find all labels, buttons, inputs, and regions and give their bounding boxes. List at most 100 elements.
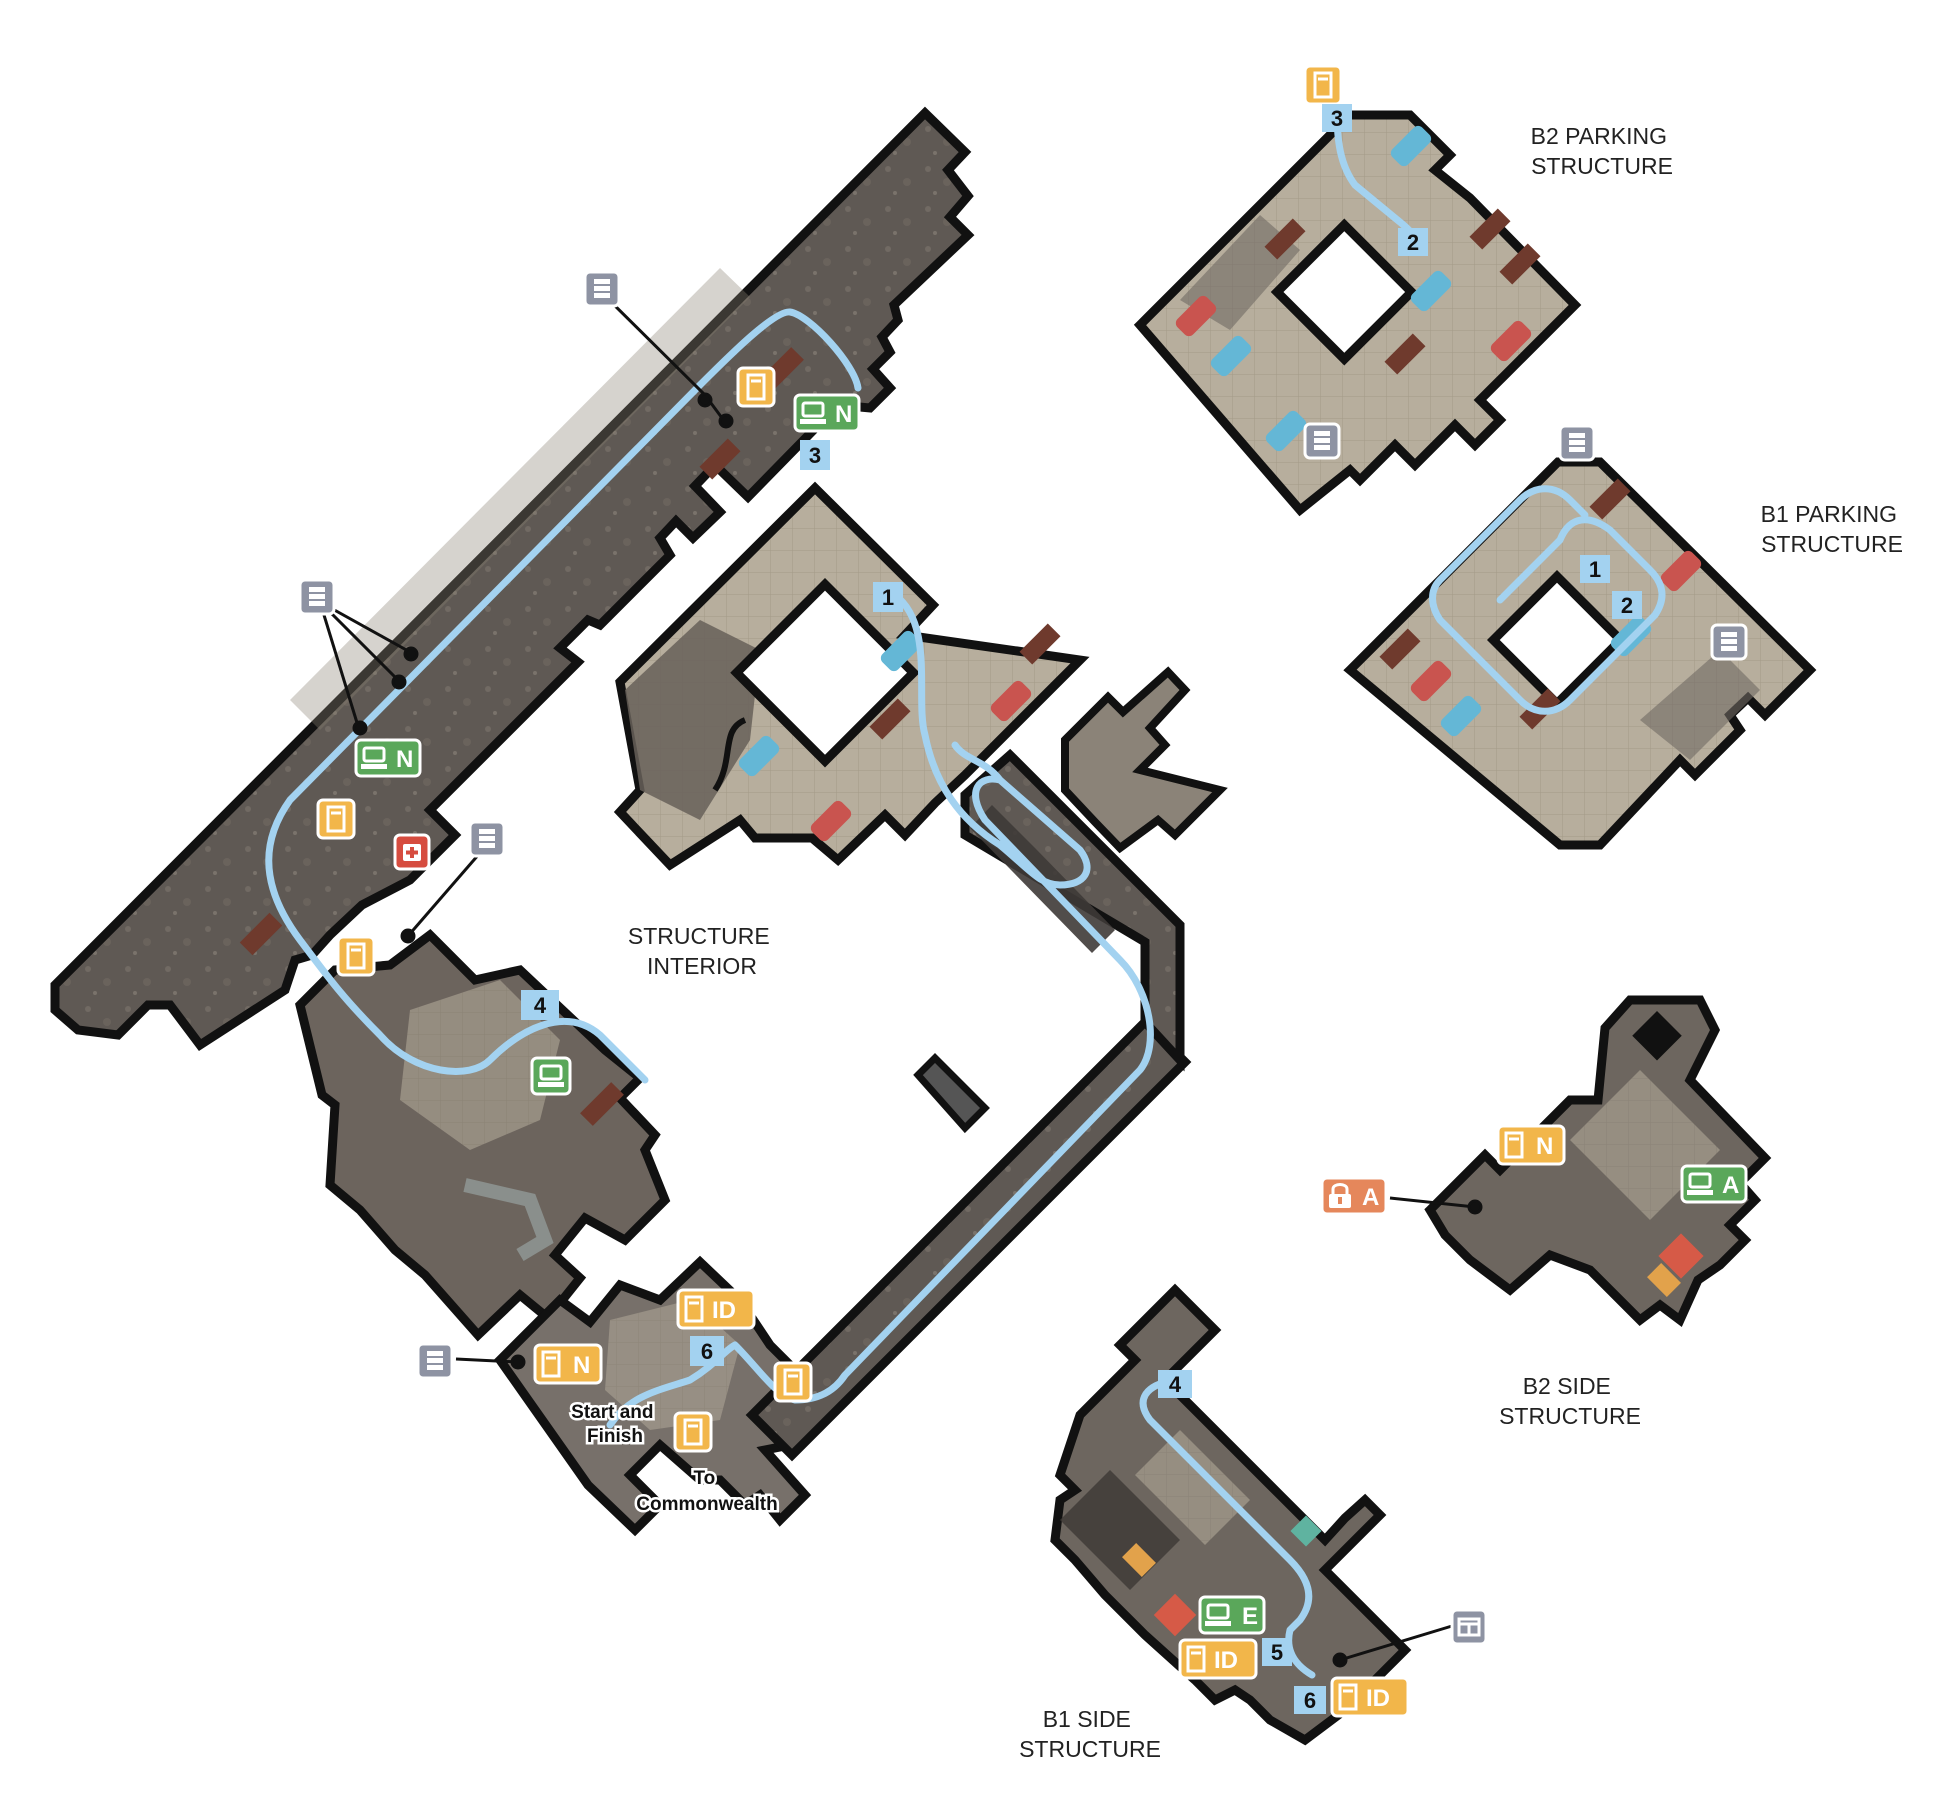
b1-side-teal-tile xyxy=(1290,1515,1322,1547)
door-icon[interactable] xyxy=(773,1361,813,1403)
leader-lines xyxy=(318,290,1483,1668)
door-tag-novice[interactable]: N xyxy=(533,1343,603,1385)
terminal-icon xyxy=(1205,1603,1231,1626)
door-icon xyxy=(684,1295,704,1323)
medkit-icon[interactable] xyxy=(393,833,431,871)
area-label-b1-side: B1 SIDE STRUCTURE xyxy=(1019,1706,1161,1762)
b2-parking-area xyxy=(1133,110,1582,517)
lock-icon xyxy=(1329,1183,1351,1208)
door-icon[interactable] xyxy=(736,366,776,408)
door-icon xyxy=(1504,1131,1524,1159)
area-label-b2-parking: B2 PARKING STRUCTURE xyxy=(1531,123,1674,179)
storage-icon[interactable] xyxy=(416,1342,454,1380)
route-marker[interactable]: 2 xyxy=(1398,228,1428,256)
b1-parking-rubble xyxy=(1640,650,1760,760)
terminal-tag-novice[interactable]: N xyxy=(354,738,422,778)
svg-text:5: 5 xyxy=(1271,1640,1283,1665)
svg-text:4: 4 xyxy=(1169,1372,1182,1397)
area-label-structure-interior: STRUCTURE INTERIOR xyxy=(628,923,776,979)
interior-crack xyxy=(712,717,747,792)
door-icon[interactable] xyxy=(1303,64,1343,106)
b2-cars xyxy=(1175,125,1532,452)
exit-note: To Commonwealth xyxy=(634,1466,780,1518)
b2-side-red-tile xyxy=(1658,1233,1704,1279)
b1-side-red-tile xyxy=(1153,1593,1197,1637)
terminal-icon[interactable] xyxy=(530,1056,572,1096)
storage-icon[interactable] xyxy=(1558,424,1596,462)
tag-suffix: N xyxy=(573,1352,590,1379)
route-markers: 1 3 4 6 3 2 1 2 xyxy=(521,104,1642,1714)
area-labels: STRUCTURE INTERIOR B2 PARKING STRUCTURE … xyxy=(628,123,1903,1762)
svg-text:4: 4 xyxy=(534,993,547,1018)
b2-parking-void xyxy=(1270,218,1418,366)
area-label-b2-side: B2 SIDE STRUCTURE xyxy=(1499,1373,1641,1429)
terminal-icon xyxy=(800,401,826,424)
b1-side-orange-crate xyxy=(1122,1543,1156,1577)
b1-side-room-tiles xyxy=(1135,1430,1250,1545)
tag-suffix: ID xyxy=(1214,1647,1238,1674)
door-icon xyxy=(1338,1683,1358,1711)
interior-spur xyxy=(913,1053,990,1134)
route-marker[interactable]: 4 xyxy=(1158,1370,1192,1398)
door-icon[interactable] xyxy=(673,1411,713,1453)
svg-text:1: 1 xyxy=(1589,557,1601,582)
storage-icon[interactable] xyxy=(583,270,621,308)
route-marker[interactable]: 2 xyxy=(1612,591,1642,619)
b2-crates xyxy=(1264,208,1541,375)
b2-side-orange-crate xyxy=(1647,1263,1681,1297)
interior-route xyxy=(265,308,1154,1429)
interior-corridor-tiles xyxy=(290,268,750,730)
route-marker[interactable]: 3 xyxy=(1322,104,1352,132)
b2-side-area xyxy=(1424,995,1772,1327)
door-tag-id[interactable]: ID xyxy=(1330,1676,1410,1718)
door-icon xyxy=(1186,1645,1206,1673)
b2-side-dark-room xyxy=(1632,1010,1682,1061)
b1-parking-void xyxy=(1486,569,1628,711)
storage-icon[interactable] xyxy=(298,578,336,616)
interior-detached-room xyxy=(1061,666,1228,854)
storage-icon[interactable] xyxy=(468,820,506,858)
svg-text:1: 1 xyxy=(882,585,894,610)
start-finish-label: Start and Finish xyxy=(571,1402,659,1447)
terminal-tag-novice[interactable]: N xyxy=(793,393,861,433)
tag-suffix: ID xyxy=(1366,1685,1390,1712)
tag-suffix: A xyxy=(1722,1172,1739,1199)
terminal-icon xyxy=(361,746,387,769)
door-icon[interactable] xyxy=(336,935,376,977)
tag-suffix: E xyxy=(1242,1603,1258,1630)
route-marker[interactable]: 5 xyxy=(1262,1638,1292,1666)
interior-parking-void xyxy=(730,577,920,768)
terminal-icon xyxy=(1687,1172,1713,1195)
interior-console xyxy=(463,1178,554,1262)
terminal-tag-expert[interactable]: E xyxy=(1198,1595,1266,1635)
door-icon[interactable] xyxy=(316,798,356,840)
route-marker[interactable]: 4 xyxy=(521,990,559,1020)
storage-icons xyxy=(298,270,1748,1380)
route-marker[interactable]: 1 xyxy=(1580,555,1610,583)
tag-suffix: N xyxy=(396,746,413,773)
route-marker[interactable]: 6 xyxy=(1294,1686,1326,1714)
tag-suffix: N xyxy=(835,401,852,428)
lock-tag-advanced[interactable]: A xyxy=(1320,1176,1388,1216)
svg-text:3: 3 xyxy=(1331,106,1343,131)
door-tag-id[interactable]: ID xyxy=(676,1288,756,1330)
door-tag-novice[interactable]: N xyxy=(1496,1124,1566,1166)
tag-suffix: ID xyxy=(712,1297,736,1324)
door-icons xyxy=(316,64,1343,1453)
area-label-b1-parking: B1 PARKING STRUCTURE xyxy=(1761,501,1904,557)
svg-text:3: 3 xyxy=(809,443,821,468)
route-marker[interactable]: 1 xyxy=(873,582,903,612)
interior-cars xyxy=(738,630,1032,842)
tag-suffix: N xyxy=(1536,1133,1553,1160)
svg-text:2: 2 xyxy=(1621,593,1633,618)
svg-text:6: 6 xyxy=(1304,1688,1316,1713)
terminal-tag-advanced[interactable]: A xyxy=(1680,1164,1748,1204)
route-marker[interactable]: 3 xyxy=(800,440,830,470)
route-lines xyxy=(265,108,1666,1679)
door-tag-id[interactable]: ID xyxy=(1178,1638,1258,1680)
storage-icon[interactable] xyxy=(1303,422,1341,460)
route-marker[interactable]: 6 xyxy=(690,1336,724,1366)
panel-icon[interactable] xyxy=(1450,1608,1488,1646)
storage-icon[interactable] xyxy=(1710,623,1748,661)
